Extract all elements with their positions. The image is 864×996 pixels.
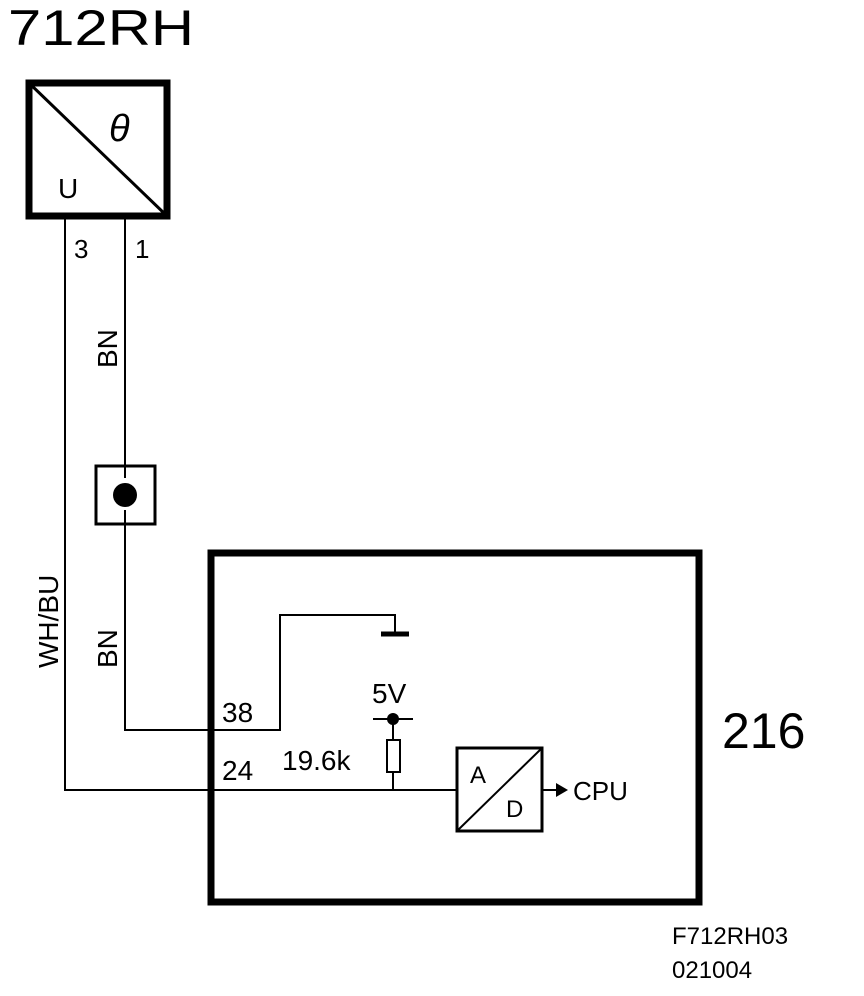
voltage-symbol: U <box>58 173 78 204</box>
ad-input-label: A <box>470 762 486 789</box>
wire-label-wh-bu: WH/BU <box>33 575 64 668</box>
sensor-diagonal <box>27 81 169 218</box>
wire-label-bn-upper: BN <box>92 329 123 368</box>
wire-wh-bu <box>64 216 211 791</box>
supply-voltage-label: 5V <box>372 678 407 709</box>
date-code: 021004 <box>672 957 752 984</box>
component-id: 712RH <box>8 0 194 56</box>
control-unit-id: 216 <box>722 703 805 759</box>
figure-code: F712RH03 <box>672 923 788 950</box>
ad-output-label: D <box>506 796 523 823</box>
cpu-label: CPU <box>573 776 628 806</box>
sensor-box <box>25 79 171 220</box>
wire-label-bn-lower: BN <box>92 629 123 668</box>
sensor-block: θ U <box>25 79 171 220</box>
control-pin-38: 38 <box>222 697 253 728</box>
cpu-arrow-head <box>556 783 568 797</box>
control-pin-24: 24 <box>222 755 253 786</box>
sensor-pin-3: 3 <box>74 234 88 264</box>
ad-converter-diagonal <box>456 747 543 832</box>
sensor-pin-1: 1 <box>135 234 149 264</box>
ad-converter: A D <box>455 746 544 833</box>
control-unit-box <box>207 549 703 906</box>
pullup-resistor <box>386 739 401 773</box>
connector-dot <box>113 483 137 507</box>
wire-bn-lower <box>124 510 211 731</box>
internal-line-38 <box>211 614 396 731</box>
theta-symbol: θ <box>109 108 130 150</box>
resistor-value-label: 19.6k <box>282 745 351 776</box>
